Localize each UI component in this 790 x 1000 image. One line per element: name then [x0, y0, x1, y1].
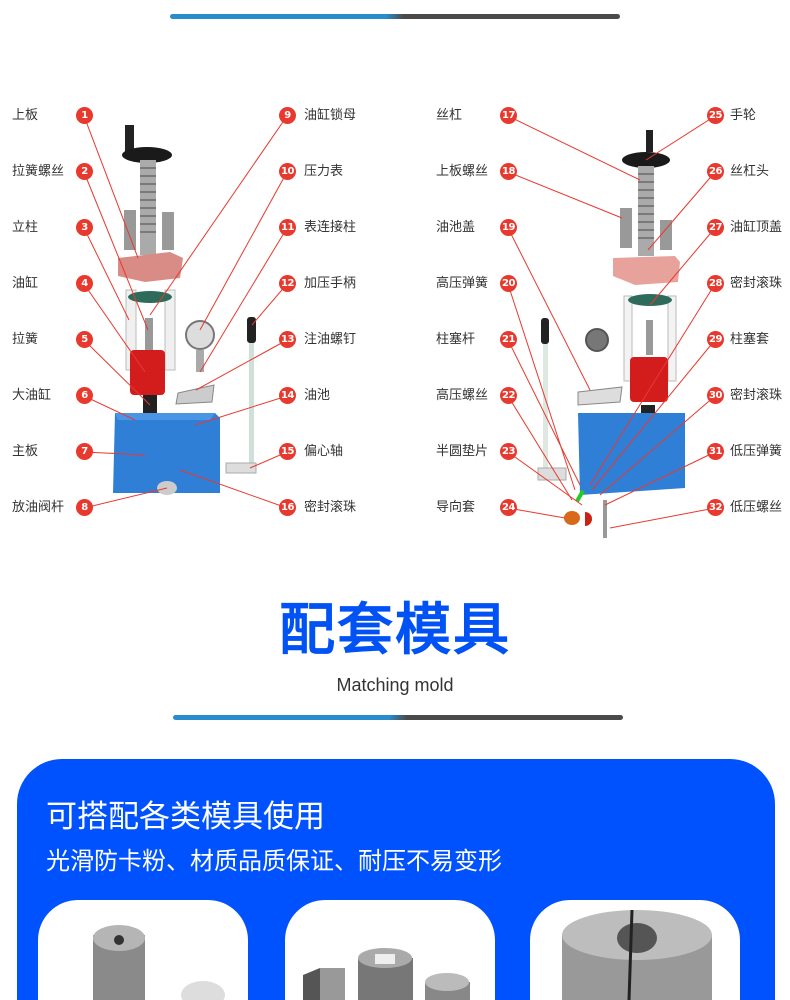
part-number-badge: 8: [76, 499, 93, 516]
part-label: 拉簧螺丝: [12, 164, 65, 179]
part-label: 柱塞套: [730, 332, 770, 347]
part-number-badge: 2: [76, 163, 93, 180]
part-label: 主板: [12, 444, 39, 459]
split-die-image: [562, 909, 712, 1000]
part-label: 拉簧: [12, 332, 39, 347]
exploded-diagram-art: [83, 115, 716, 538]
part-number-badge: 9: [279, 107, 296, 124]
part-label: 表连接柱: [304, 220, 357, 235]
part-number-badge: 25: [707, 107, 724, 124]
part-number-badge: 32: [707, 499, 724, 516]
part-label: 大油缸: [12, 388, 52, 403]
section-title: 配套模具: [279, 598, 511, 663]
part-label: 低压螺丝: [730, 500, 783, 515]
part-label: 压力表: [304, 164, 344, 179]
part-label: 偏心轴: [304, 444, 344, 459]
mold-card-split: [530, 900, 740, 1000]
part-number-badge: 18: [500, 163, 517, 180]
section-subtitle: Matching mold: [336, 675, 454, 695]
part-label: 油缸顶盖: [730, 220, 783, 235]
part-number-badge: 10: [279, 163, 296, 180]
part-number-badge: 11: [279, 219, 296, 236]
part-label: 油缸: [12, 276, 39, 291]
part-number-badge: 3: [76, 219, 93, 236]
part-label: 注油螺钉: [304, 332, 357, 347]
mold-card-round: [38, 900, 248, 1000]
square-die-image: [303, 948, 470, 1000]
part-label: 高压弹簧: [436, 276, 489, 291]
part-label: 高压螺丝: [436, 388, 489, 403]
part-number-badge: 6: [76, 387, 93, 404]
left-press-illustration: [113, 125, 257, 495]
section-divider-bar: [173, 715, 623, 720]
part-number-badge: 26: [707, 163, 724, 180]
part-label: 手轮: [730, 108, 757, 123]
mold-card-square: [285, 900, 495, 1000]
part-label: 丝杠: [436, 108, 463, 123]
part-number-badge: 22: [500, 387, 517, 404]
left-leader-lines: [83, 115, 288, 509]
part-label: 半圆垫片: [436, 444, 489, 459]
part-number-badge: 21: [500, 331, 517, 348]
right-leader-lines: [507, 115, 716, 529]
part-number-badge: 29: [707, 331, 724, 348]
part-label: 立柱: [12, 220, 39, 235]
top-divider-bar: [170, 14, 620, 19]
part-label: 加压手柄: [304, 276, 357, 291]
part-label: 密封滚珠: [730, 276, 783, 291]
part-label: 油池: [304, 388, 331, 403]
part-number-badge: 20: [500, 275, 517, 292]
part-number-badge: 14: [279, 387, 296, 404]
part-number-badge: 23: [500, 443, 517, 460]
part-number-badge: 13: [279, 331, 296, 348]
part-label: 低压弹簧: [730, 444, 783, 459]
part-number-badge: 19: [500, 219, 517, 236]
part-number-badge: 12: [279, 275, 296, 292]
part-number-badge: 1: [76, 107, 93, 124]
part-label: 密封滚珠: [304, 500, 357, 515]
part-number-badge: 16: [279, 499, 296, 516]
part-number-badge: 27: [707, 219, 724, 236]
part-number-badge: 28: [707, 275, 724, 292]
part-label: 油池盖: [436, 220, 476, 235]
part-number-badge: 15: [279, 443, 296, 460]
part-number-badge: 4: [76, 275, 93, 292]
part-label: 上板螺丝: [436, 164, 489, 179]
part-number-badge: 17: [500, 107, 517, 124]
part-number-badge: 24: [500, 499, 517, 516]
part-label: 密封滚珠: [730, 388, 783, 403]
round-die-image: [93, 925, 225, 1000]
part-number-badge: 31: [707, 443, 724, 460]
part-label: 导向套: [436, 500, 476, 515]
part-number-badge: 5: [76, 331, 93, 348]
part-label: 上板: [12, 108, 39, 123]
part-label: 柱塞杆: [436, 332, 476, 347]
part-number-badge: 7: [76, 443, 93, 460]
part-label: 放油阀杆: [12, 500, 65, 515]
panel-heading: 可搭配各类模具使用: [46, 799, 325, 835]
part-number-badge: 30: [707, 387, 724, 404]
panel-subheading: 光滑防卡粉、材质品质保证、耐压不易变形: [46, 847, 502, 875]
part-label: 丝杠头: [730, 164, 770, 179]
part-label: 油缸锁母: [304, 108, 357, 123]
